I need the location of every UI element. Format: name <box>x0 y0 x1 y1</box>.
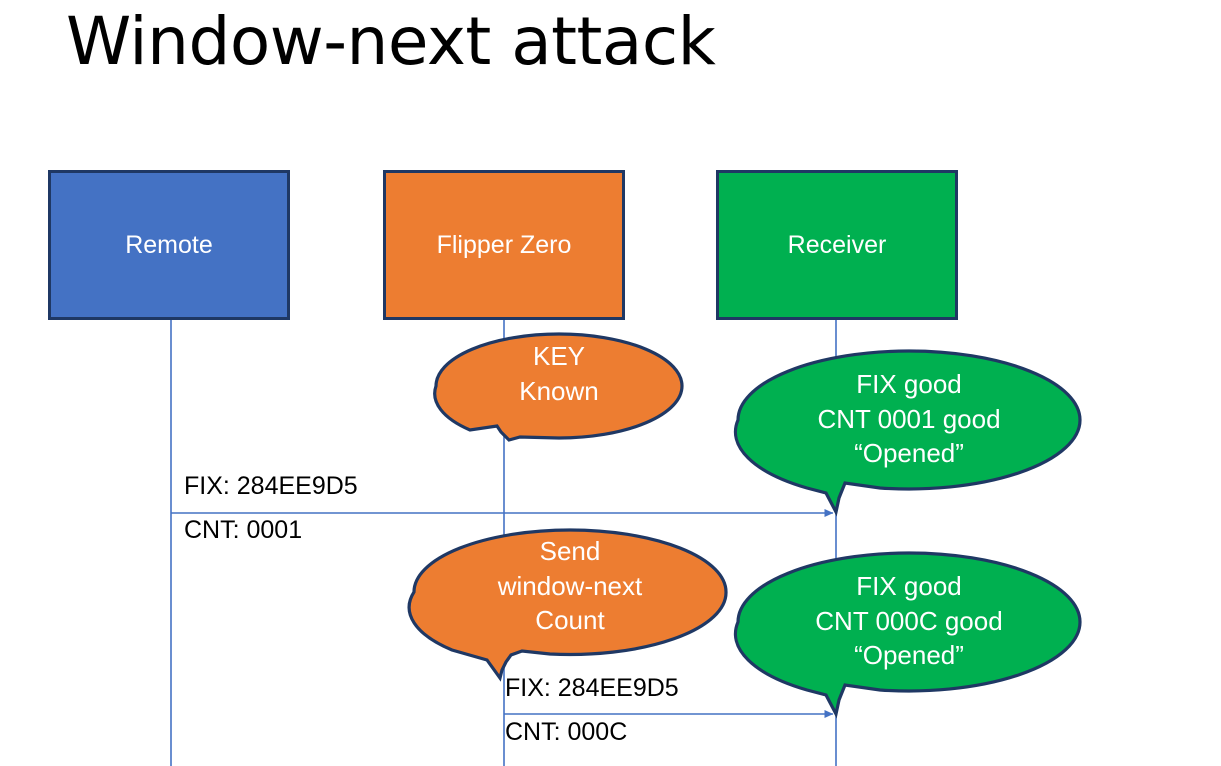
callout-text-key-known: KEY Known <box>519 341 599 406</box>
actor-box-flipper-zero[interactable]: Flipper Zero <box>383 170 625 320</box>
message-2-fix-label: FIX: 284EE9D5 <box>505 674 679 702</box>
page-title: Window-next attack <box>66 3 716 80</box>
actor-label-flipper-zero: Flipper Zero <box>436 230 572 259</box>
actor-label-remote: Remote <box>125 230 213 259</box>
actor-box-receiver[interactable]: Receiver <box>716 170 958 320</box>
callout-text-send-window-next: Send window-next Count <box>497 536 643 636</box>
callout-text-receiver-accept-000C: FIX good CNT 000C good “Opened” <box>815 571 1003 671</box>
actor-label-receiver: Receiver <box>787 230 887 259</box>
actor-box-remote[interactable]: Remote <box>48 170 290 320</box>
message-1-cnt-label: CNT: 0001 <box>184 516 303 544</box>
callout-text-receiver-accept-0001: FIX good CNT 0001 good “Opened” <box>817 369 1001 469</box>
message-2-cnt-label: CNT: 000C <box>505 718 628 746</box>
message-1-fix-label: FIX: 284EE9D5 <box>184 472 358 500</box>
